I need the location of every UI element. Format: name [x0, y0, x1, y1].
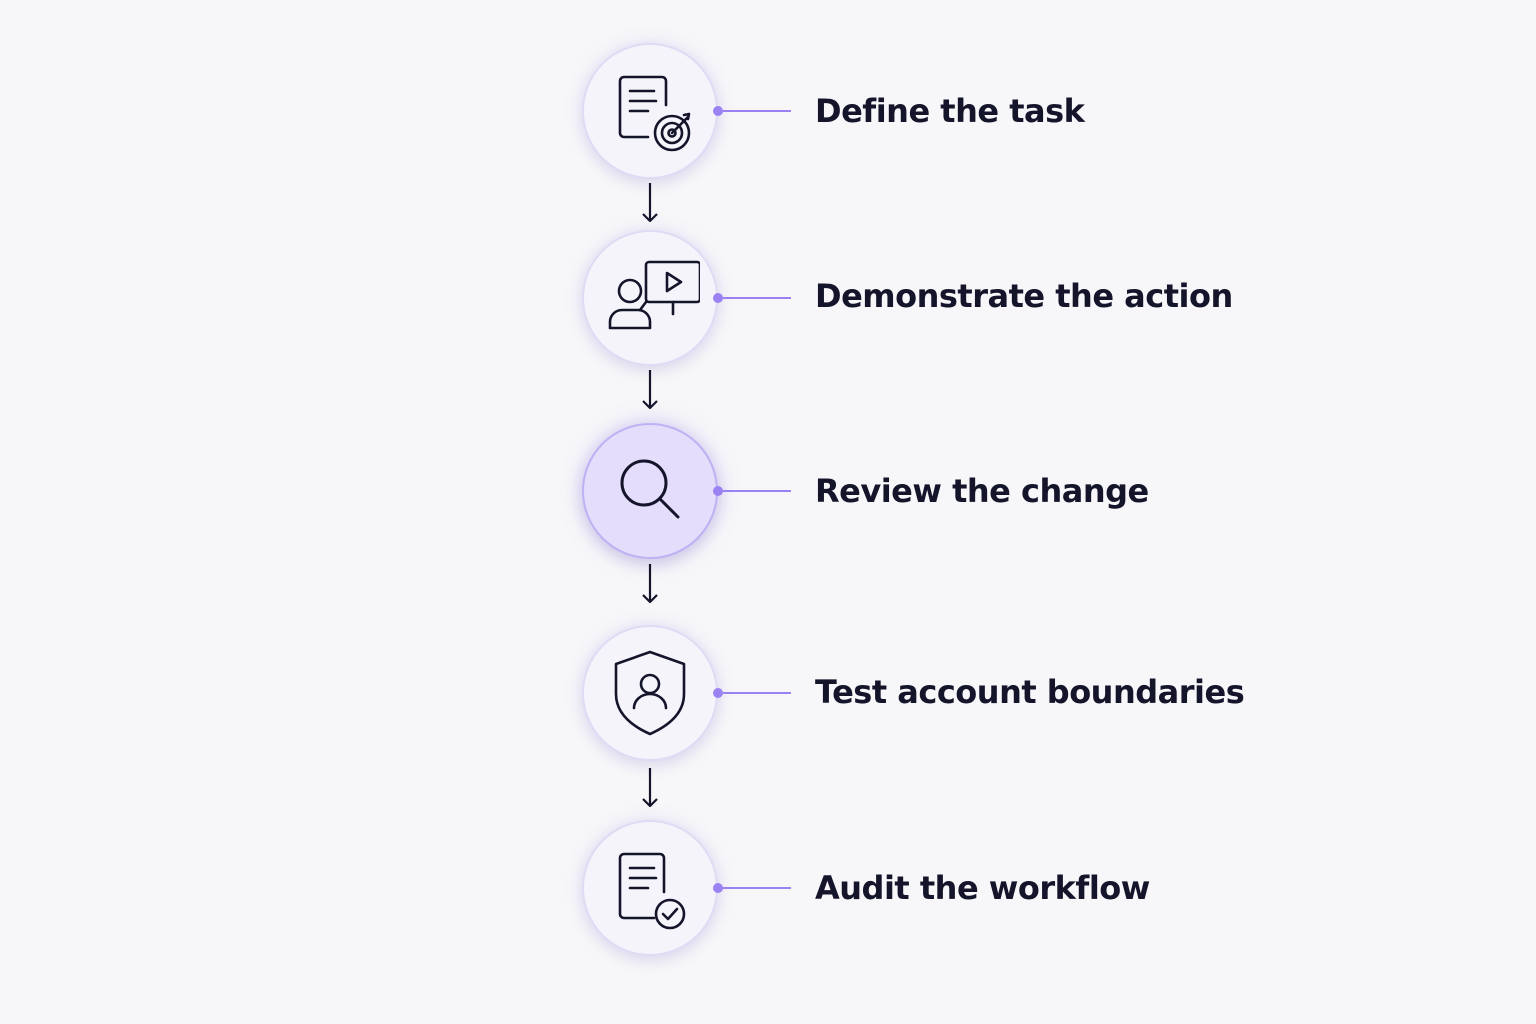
- connector-line: [723, 490, 791, 492]
- connector-line: [723, 692, 791, 694]
- down-arrow-icon: [642, 370, 658, 410]
- connector-dot: [713, 486, 723, 496]
- document-check-icon: [608, 846, 692, 930]
- connector-dot: [713, 293, 723, 303]
- magnifier-icon: [614, 455, 686, 527]
- step-2-connector: [713, 292, 791, 304]
- down-arrow-icon: [642, 768, 658, 808]
- connector-line: [723, 297, 791, 299]
- step-3-connector: [713, 485, 791, 497]
- shield-user-icon: [608, 648, 692, 738]
- document-target-icon: [608, 69, 692, 153]
- step-3-node: [582, 423, 718, 559]
- step-5-label: Audit the workflow: [815, 869, 1150, 907]
- step-4-label: Test account boundaries: [815, 673, 1245, 711]
- step-3-label: Review the change: [815, 472, 1149, 510]
- step-4-node: [582, 625, 718, 761]
- step-2-node: [582, 230, 718, 366]
- down-arrow-icon: [642, 564, 658, 604]
- connector-dot: [713, 106, 723, 116]
- step-1-connector: [713, 105, 791, 117]
- presenter-video-icon: [600, 256, 700, 340]
- connector-dot: [713, 688, 723, 698]
- connector-dot: [713, 883, 723, 893]
- step-4-connector: [713, 687, 791, 699]
- connector-line: [723, 110, 791, 112]
- step-5-connector: [713, 882, 791, 894]
- step-2-label: Demonstrate the action: [815, 277, 1233, 315]
- connector-line: [723, 887, 791, 889]
- step-5-node: [582, 820, 718, 956]
- step-1-label: Define the task: [815, 92, 1085, 130]
- down-arrow-icon: [642, 183, 658, 223]
- step-1-node: [582, 43, 718, 179]
